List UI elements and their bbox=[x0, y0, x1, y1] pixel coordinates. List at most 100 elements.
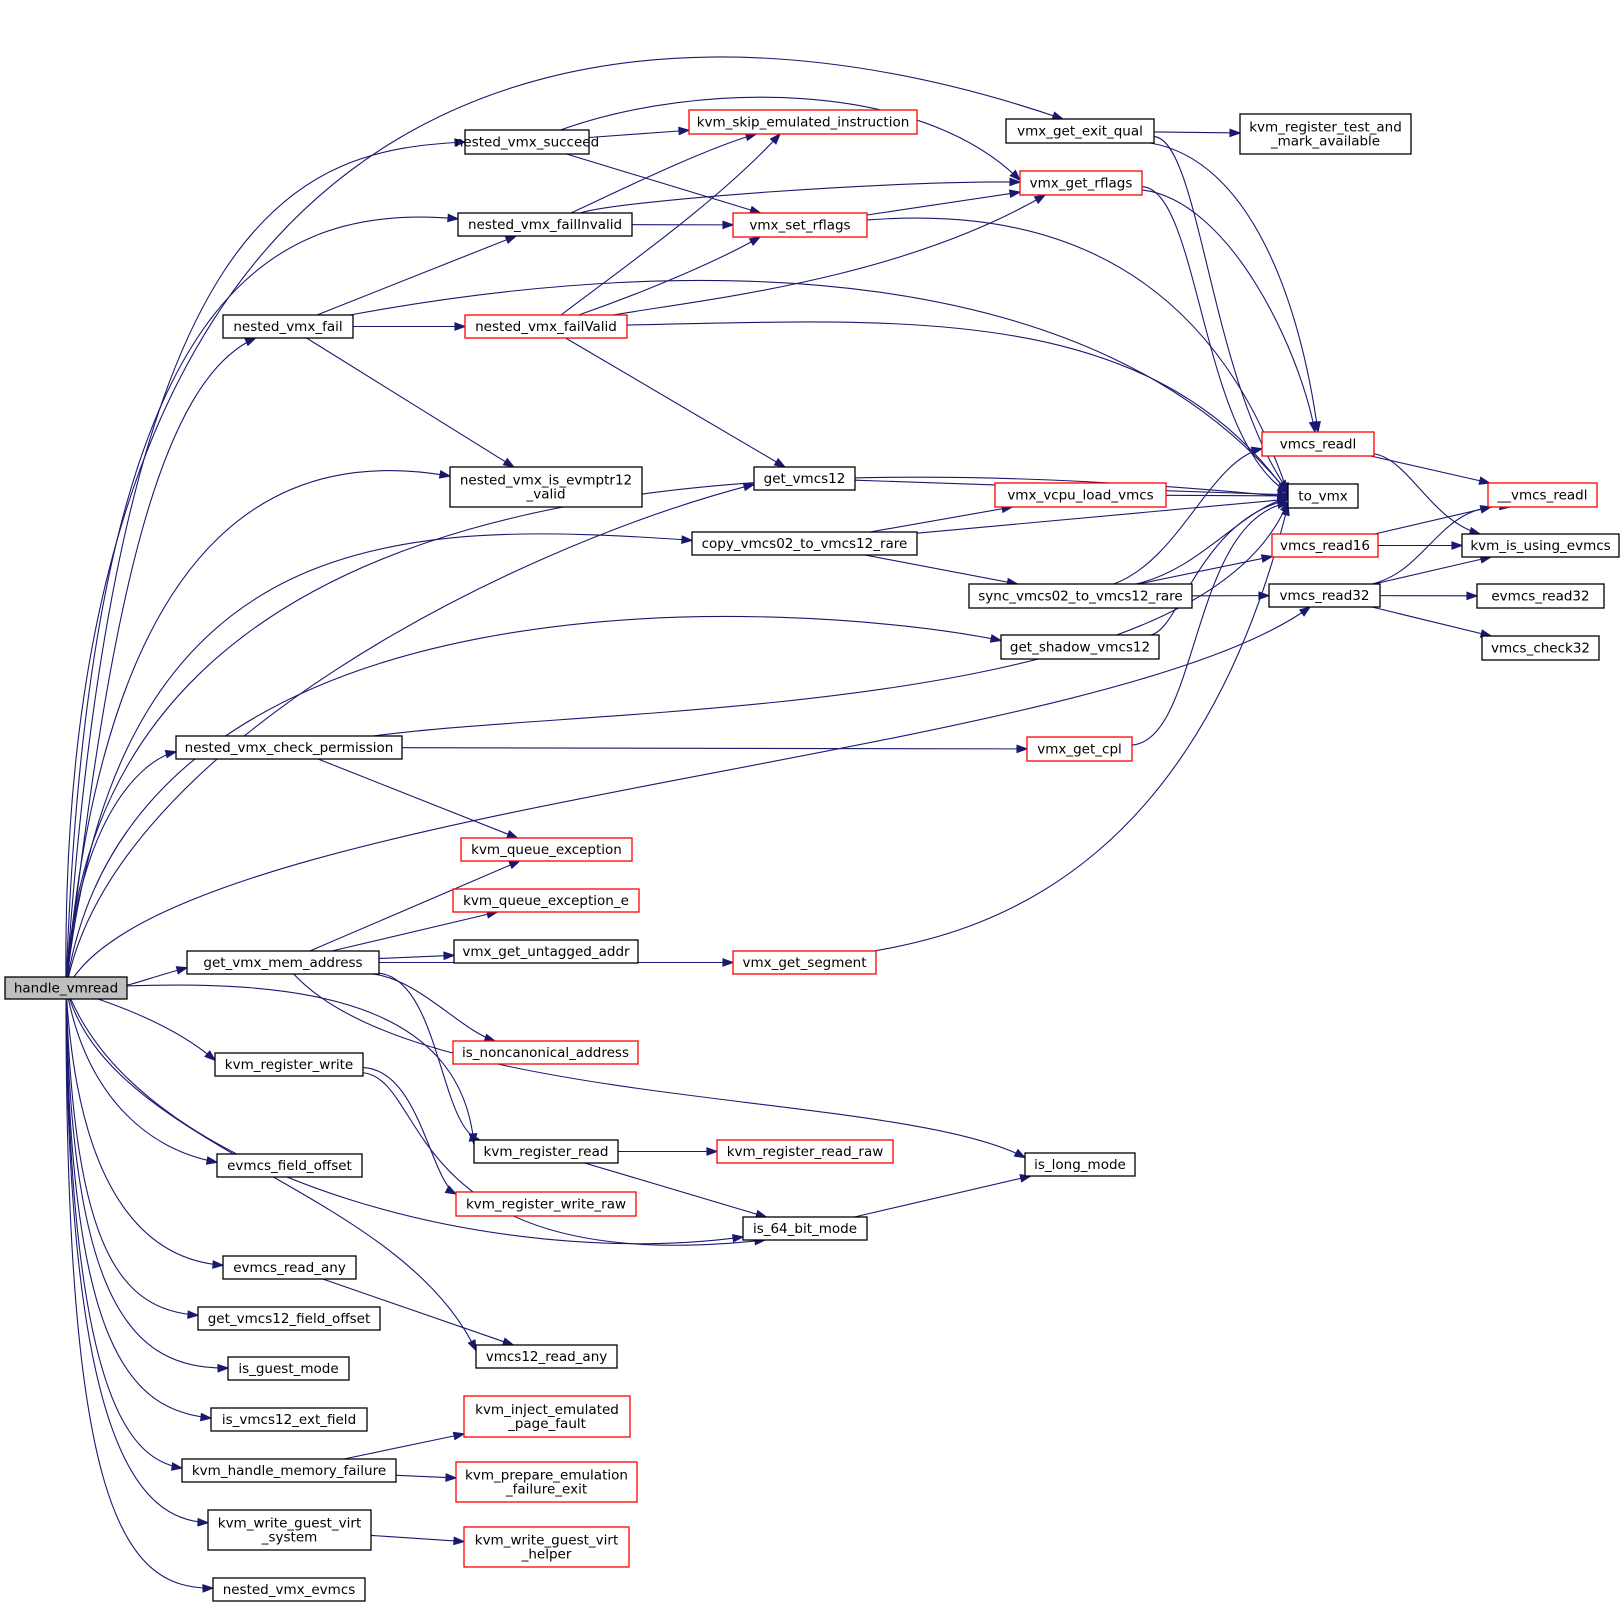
node-nested-vmx-evmcs[interactable]: nested_vmx_evmcs bbox=[212, 1577, 366, 1602]
node-get-vmcs12-field-offset[interactable]: get_vmcs12_field_offset bbox=[197, 1306, 381, 1331]
edge-line bbox=[309, 860, 520, 952]
node-vmx-vcpu-load-vmcs[interactable]: vmx_vcpu_load_vmcs bbox=[994, 482, 1167, 508]
node-label: vmcs_read16 bbox=[1280, 538, 1370, 554]
node-kvm-prepare-emulation-failure-exit[interactable]: kvm_prepare_emulation_failure_exit bbox=[455, 1461, 638, 1503]
node-box bbox=[4, 976, 128, 1000]
edge-arrowhead bbox=[742, 482, 756, 492]
edge-line bbox=[1165, 494, 1289, 497]
edge-nested_vmx_failValid-to-to_vmx bbox=[626, 321, 1289, 496]
edge-arrowhead bbox=[443, 951, 456, 961]
node-handle-vmread[interactable]: handle_vmread bbox=[4, 976, 128, 1000]
node-label: get_shadow_vmcs12 bbox=[1010, 640, 1150, 656]
node-kvm-register-write[interactable]: kvm_register_write bbox=[214, 1052, 364, 1077]
edge-line bbox=[866, 217, 1289, 494]
node-kvm-register-read-raw[interactable]: kvm_register_read_raw bbox=[716, 1139, 894, 1164]
node-nested-vmx-succeed[interactable]: nested_vmx_succeed bbox=[455, 129, 599, 155]
node-vmx-get-rflags[interactable]: vmx_get_rflags bbox=[1019, 170, 1143, 196]
edge-arrowhead bbox=[502, 457, 516, 468]
node-evmcs-read-any[interactable]: evmcs_read_any bbox=[222, 1255, 357, 1280]
edge-handle_vmread-to-kvm_register_write bbox=[97, 998, 217, 1062]
node-kvm-register-write-raw[interactable]: kvm_register_write_raw bbox=[455, 1191, 637, 1217]
node-is-guest-mode[interactable]: is_guest_mode bbox=[227, 1356, 350, 1381]
node-vmx-set-rflags[interactable]: vmx_set_rflags bbox=[732, 212, 868, 238]
node-box bbox=[216, 1153, 363, 1178]
node-vmx-get-untagged-addr[interactable]: vmx_get_untagged_addr bbox=[453, 939, 639, 964]
node-vmcs-read16[interactable]: vmcs_read16 bbox=[1271, 533, 1379, 558]
node-label: vmx_get_exit_qual bbox=[1017, 124, 1143, 140]
node-box bbox=[1024, 1152, 1136, 1177]
node-box bbox=[732, 212, 868, 238]
node-is-64-bit-mode[interactable]: is_64_bit_mode bbox=[742, 1216, 868, 1241]
node-vmx-get-cpl[interactable]: vmx_get_cpl bbox=[1026, 736, 1133, 762]
node-kvm-write-guest-virt-system[interactable]: kvm_write_guest_virt_system bbox=[207, 1509, 372, 1551]
node-nested-vmx-failValid[interactable]: nested_vmx_failValid bbox=[464, 314, 628, 339]
node-copy-vmcs02-to-vmcs12-rare[interactable]: copy_vmcs02_to_vmcs12_rare bbox=[691, 531, 918, 556]
node-box bbox=[452, 888, 640, 913]
edge-line bbox=[65, 998, 183, 1469]
node-evmcs-read32[interactable]: evmcs_read32 bbox=[1476, 583, 1605, 609]
node-box bbox=[742, 1216, 868, 1241]
node-kvm-queue-exception[interactable]: kvm_queue_exception bbox=[460, 837, 633, 862]
node-vmx-get-exit-qual[interactable]: vmx_get_exit_qual bbox=[1005, 118, 1155, 144]
node-get-vmcs12[interactable]: get_vmcs12 bbox=[753, 466, 856, 491]
node-kvm-handle-memory-failure[interactable]: kvm_handle_memory_failure bbox=[181, 1458, 397, 1483]
node-kvm-skip-emulated-instruction[interactable]: kvm_skip_emulated_instruction bbox=[688, 109, 918, 135]
edge-line bbox=[1153, 131, 1241, 134]
edge-line bbox=[126, 984, 475, 1144]
node-label: is_vmcs12_ext_field bbox=[222, 1412, 356, 1428]
node-kvm-register-test-and-mark-available[interactable]: kvm_register_test_and_mark_available bbox=[1239, 113, 1412, 155]
edge-vmx_get_cpl-to-to_vmx bbox=[1131, 500, 1290, 746]
edge-line bbox=[1135, 497, 1289, 585]
edge-line bbox=[1374, 556, 1491, 585]
edge-kvm_handle_memory_failure-to-kvm_inject_emulated_page_fault bbox=[343, 1431, 466, 1460]
edge-line bbox=[293, 973, 1026, 1159]
node---vmcs-readl[interactable]: __vmcs_readl bbox=[1487, 482, 1598, 508]
node-label: kvm_inject_emulated bbox=[475, 1402, 619, 1418]
node-box bbox=[212, 1577, 366, 1602]
node-nested-vmx-is-evmptr12-valid[interactable]: nested_vmx_is_evmptr12_valid bbox=[449, 466, 643, 508]
node-sync-vmcs02-to-vmcs12-rare[interactable]: sync_vmcs02_to_vmcs12_rare bbox=[968, 583, 1193, 609]
edge-line bbox=[65, 56, 1064, 978]
node-vmcs-read32[interactable]: vmcs_read32 bbox=[1268, 583, 1381, 608]
edge-nested_vmx_check_permission-to-kvm_queue_exception bbox=[317, 758, 519, 839]
edge-vmx_get_exit_qual-to-kvm_register_test_and_mark_available bbox=[1153, 128, 1242, 138]
edge-line bbox=[1373, 453, 1481, 535]
edge-vmcs_read32-to-evmcs_read32 bbox=[1379, 591, 1479, 601]
edge-line bbox=[306, 337, 515, 468]
edge-line bbox=[580, 181, 1021, 214]
node-box bbox=[732, 950, 877, 975]
node-evmcs-field-offset[interactable]: evmcs_field_offset bbox=[216, 1153, 363, 1178]
edge-handle_vmread-to-nested_vmx_is_evmptr12_valid bbox=[66, 470, 452, 978]
edge-arrowhead bbox=[453, 1536, 466, 1546]
edge-nested_vmx_fail-to-nested_vmx_failValid bbox=[353, 322, 467, 331]
edge-arrowhead bbox=[244, 337, 258, 347]
node-label: sync_vmcs02_to_vmcs12_rare bbox=[978, 589, 1182, 605]
edge-arrowhead bbox=[1009, 169, 1022, 182]
node-get-vmx-mem-address[interactable]: get_vmx_mem_address bbox=[186, 950, 380, 975]
node-kvm-write-guest-virt-helper[interactable]: kvm_write_guest_virt_helper bbox=[463, 1526, 630, 1568]
node-vmcs-check32[interactable]: vmcs_check32 bbox=[1481, 635, 1600, 661]
edge-arrowhead bbox=[445, 1473, 458, 1482]
edge-line bbox=[343, 1433, 465, 1460]
node-label: evmcs_read32 bbox=[1491, 589, 1589, 605]
node-is-vmcs12-ext-field[interactable]: is_vmcs12_ext_field bbox=[210, 1407, 368, 1432]
node-vmcs12-read-any[interactable]: vmcs12_read_any bbox=[475, 1344, 618, 1369]
node-is-long-mode[interactable]: is_long_mode bbox=[1024, 1152, 1136, 1177]
node-nested-vmx-failInvalid[interactable]: nested_vmx_failInvalid bbox=[457, 212, 633, 237]
node-kvm-is-using-evmcs[interactable]: kvm_is_using_evmcs bbox=[1461, 533, 1620, 558]
node-kvm-register-read[interactable]: kvm_register_read bbox=[473, 1139, 619, 1164]
node-get-shadow-vmcs12[interactable]: get_shadow_vmcs12 bbox=[1000, 634, 1160, 660]
node-is-noncanonical-address[interactable]: is_noncanonical_address bbox=[452, 1040, 639, 1065]
node-label: _helper bbox=[521, 1547, 572, 1563]
node-kvm-queue-exception-e[interactable]: kvm_queue_exception_e bbox=[452, 888, 640, 913]
node-vmx-get-segment[interactable]: vmx_get_segment bbox=[732, 950, 877, 975]
node-vmcs-readl[interactable]: vmcs_readl bbox=[1261, 431, 1375, 457]
node-to-vmx[interactable]: to_vmx bbox=[1287, 483, 1359, 509]
node-nested-vmx-fail[interactable]: nested_vmx_fail bbox=[222, 314, 354, 339]
node-label: is_64_bit_mode bbox=[753, 1221, 857, 1237]
node-nested-vmx-check-permission[interactable]: nested_vmx_check_permission bbox=[175, 735, 403, 760]
node-kvm-inject-emulated-page-fault[interactable]: kvm_inject_emulated_page_fault bbox=[463, 1395, 631, 1438]
node-box bbox=[453, 939, 639, 964]
node-label: _mark_available bbox=[1270, 134, 1380, 150]
edge-line bbox=[378, 972, 481, 1141]
